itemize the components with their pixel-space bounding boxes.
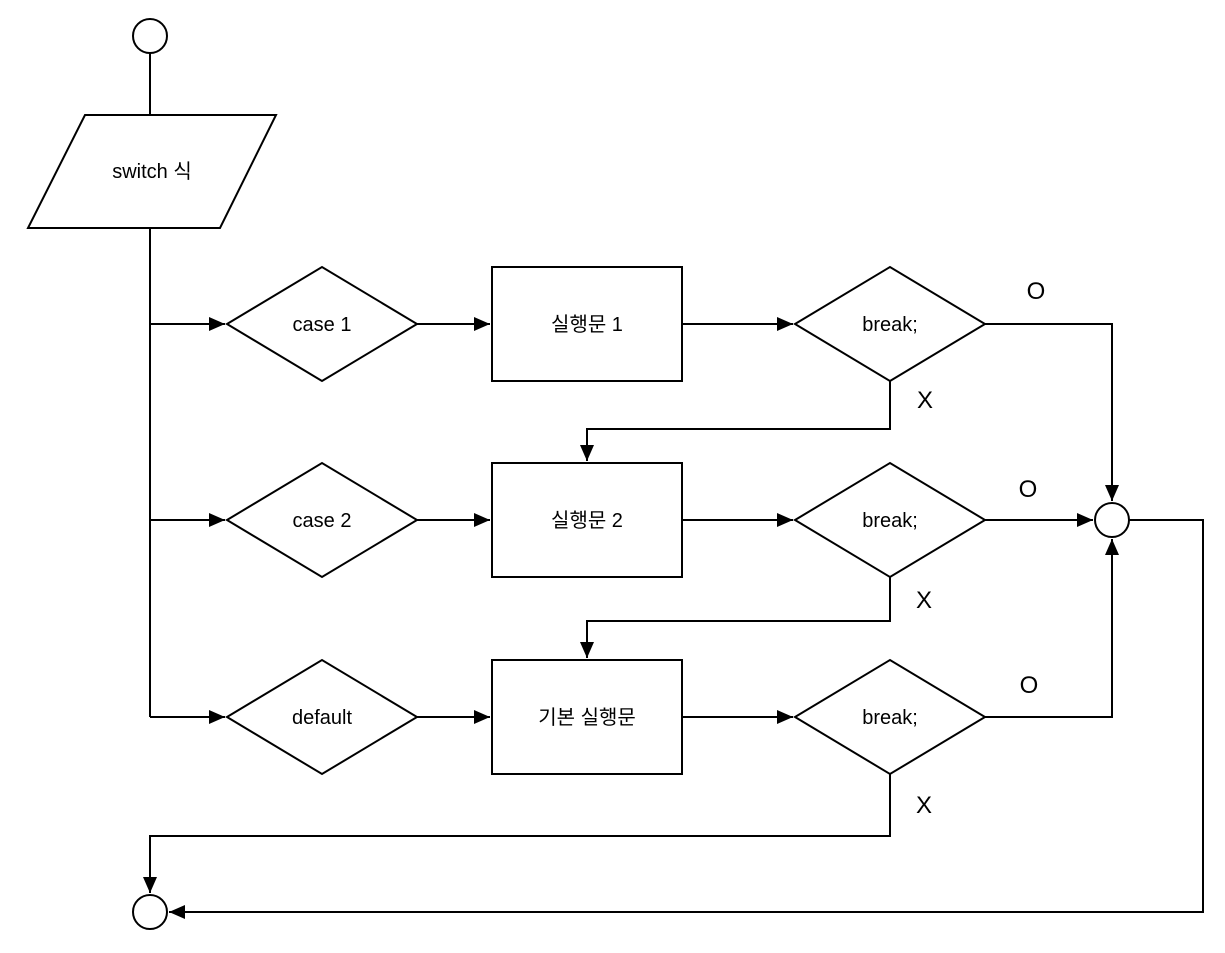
break-2-label: break; [862,510,918,532]
break-2-no-text: X [916,587,932,614]
break-3-label: break; [862,707,918,729]
break-1-no-path [580,381,891,461]
case-2-label: case 2 [293,510,352,532]
action-2-box [491,462,683,578]
break-2-no-path [580,577,891,658]
break-1-yes-text: O [1027,278,1046,305]
end-circle [132,894,168,930]
break-2-diamond [793,461,987,579]
case-2-diamond [225,461,419,579]
break-3-yes-path [985,539,1119,718]
break-1-no-text: X [917,387,933,414]
default-diamond [225,658,419,776]
action-3-box [491,659,683,775]
break-1-label: break; [862,314,918,336]
merge-to-end-path [169,519,1204,919]
break-3-yes-text: O [1020,672,1039,699]
default-label: default [292,707,352,729]
action-1-box [491,266,683,382]
break-3-no-path [143,774,891,893]
action-3-label: 기본 실행문 [538,706,636,729]
break-1-diamond [793,265,987,383]
break-3-diamond [793,658,987,776]
break-1-yes-path [985,323,1119,501]
case-1-diamond [225,265,419,383]
switch-input-parallelogram [26,114,278,229]
start-circle [132,18,168,54]
merge-junction-circle [1094,502,1130,538]
action-1-label: 실행문 1 [551,313,623,336]
break-2-yes-text: O [1019,476,1038,503]
case-1-label: case 1 [293,314,352,336]
action-2-label: 실행문 2 [551,509,623,532]
break-3-no-text: X [916,792,932,819]
switch-input-label: switch 식 [112,160,192,183]
